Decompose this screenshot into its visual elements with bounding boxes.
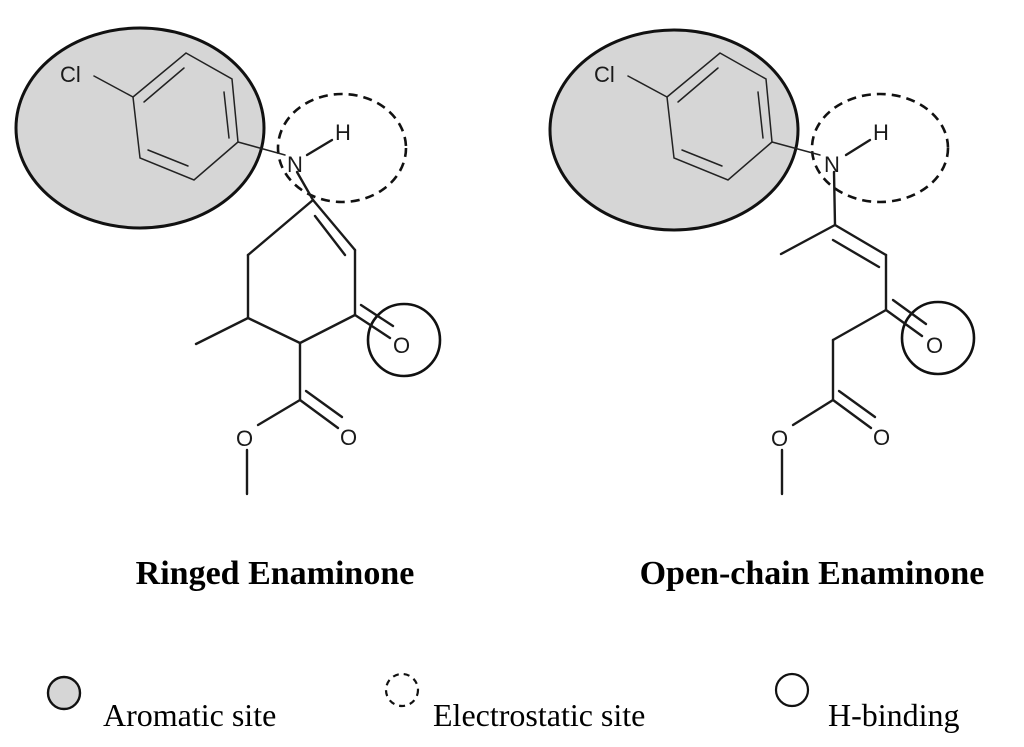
open-title: Open-chain Enaminone xyxy=(640,555,985,592)
ringed-aromatic-site xyxy=(14,26,266,230)
legend-aromatic: Aromatic site xyxy=(46,675,276,733)
ringed-atom-o-keto: O xyxy=(393,333,410,358)
open-hbinding-site xyxy=(900,300,976,376)
legend-hbinding-swatch xyxy=(774,672,810,708)
open-ester-group xyxy=(780,389,877,496)
ringed-atom-o-ester-single: O xyxy=(236,426,253,451)
ringed-nh-bond xyxy=(305,138,334,157)
ringed-n-c-bond xyxy=(295,170,315,202)
ringed-atom-o-ester-double: O xyxy=(340,425,357,450)
legend-electrostatic-label: Electrostatic site xyxy=(433,697,645,733)
open-atom-h: H xyxy=(873,120,889,145)
legend-hbinding-label: H-binding xyxy=(828,697,960,733)
open-atom-n: N xyxy=(824,152,840,177)
ringed-atom-h: H xyxy=(335,120,351,145)
ringed-benzene-ring xyxy=(93,52,286,181)
legend-electrostatic-swatch xyxy=(384,672,420,708)
open-atom-o-ester-single: O xyxy=(771,426,788,451)
open-benzene-ring xyxy=(627,52,821,181)
legend-hbinding: H-binding xyxy=(774,672,960,733)
ringed-ester-group xyxy=(245,341,344,496)
legend-electrostatic: Electrostatic site xyxy=(384,672,645,733)
legend: Aromatic site Electrostatic site H-bindi… xyxy=(46,672,960,733)
ringed-atom-cl: Cl xyxy=(60,62,81,87)
open-aromatic-site xyxy=(548,28,800,232)
open-atom-o-ester-double: O xyxy=(873,425,890,450)
open-chain-backbone xyxy=(779,223,888,402)
open-chain-enaminone: Cl N H O O O Open-chain Enaminone xyxy=(548,28,985,592)
ringed-keto-bond xyxy=(353,313,392,340)
legend-aromatic-label: Aromatic site xyxy=(103,697,276,733)
ringed-atom-n: N xyxy=(287,152,303,177)
open-keto-bond xyxy=(884,308,924,338)
open-n-c-bond xyxy=(832,170,837,227)
open-electrostatic-site xyxy=(810,92,950,204)
ringed-hbinding-site xyxy=(366,302,442,378)
ringed-enaminone: Cl N H O O O Ringed Enaminone xyxy=(14,26,442,592)
ringed-title: Ringed Enaminone xyxy=(136,555,415,592)
ringed-cyclohexenone-ring xyxy=(194,198,357,346)
open-nh-bond xyxy=(844,138,872,157)
open-atom-cl: Cl xyxy=(594,62,615,87)
ringed-electrostatic-site xyxy=(276,92,408,204)
legend-aromatic-swatch xyxy=(46,675,82,711)
open-atom-o-keto: O xyxy=(926,333,943,358)
